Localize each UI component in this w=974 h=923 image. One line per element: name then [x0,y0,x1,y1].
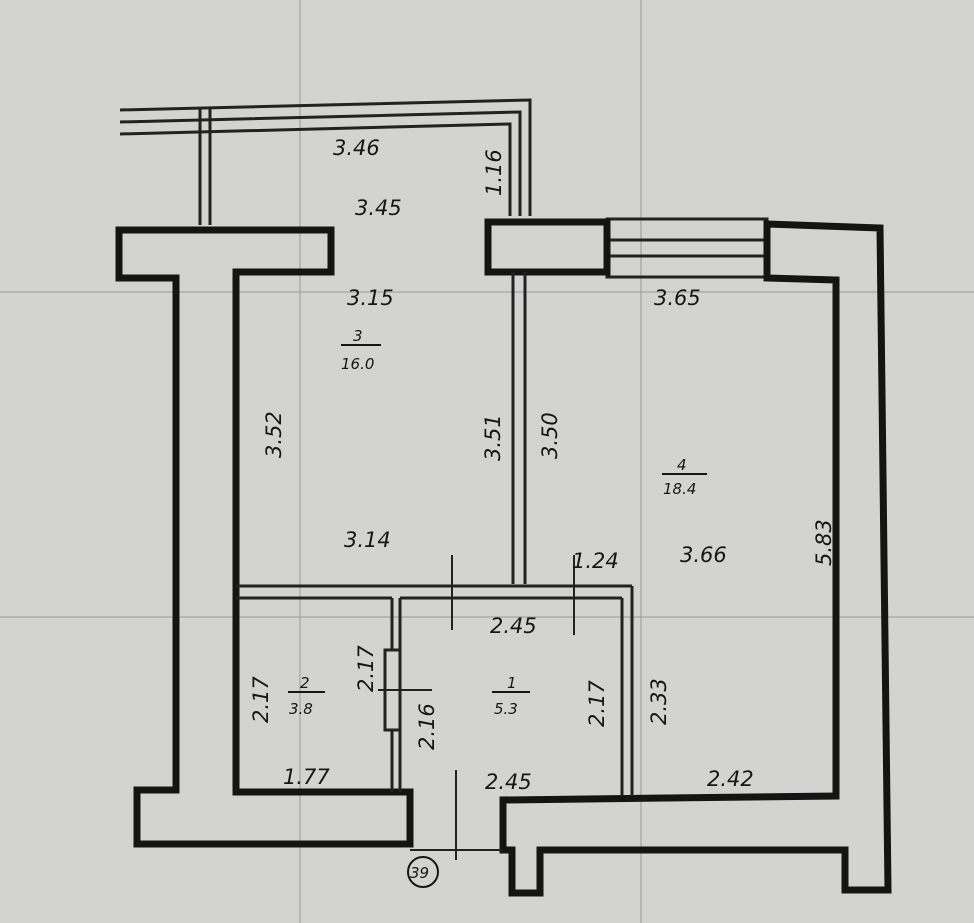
dim-kitchen-step: 2.33 [647,678,671,725]
room3-number: 3 [353,327,363,345]
dim-room3-top: 3.15 [347,286,394,310]
dim-balcony-top: 3.46 [333,136,380,160]
dim-room3-left: 3.52 [262,411,286,458]
dim-hall-top: 2.45 [490,614,537,638]
dim-room4-bottom: 2.42 [707,767,754,791]
dim-room4-inner: 3.66 [680,543,727,567]
room2-area: 3.8 [289,700,313,718]
dim-hall-right: 2.17 [585,680,609,727]
dim-hall-left: 2.16 [415,703,439,750]
balcony-railing [119,98,532,225]
room3-area: 16.0 [341,355,374,373]
dim-room2-right: 2.17 [354,645,378,692]
dim-room3-bottom: 3.14 [344,528,391,552]
dim-balcony-side: 1.16 [482,149,506,196]
room2-number: 2 [300,674,310,692]
room4-number: 4 [677,456,687,474]
outer-walls [115,218,892,897]
room1-area: 5.3 [494,700,518,718]
room4-area: 18.4 [663,480,696,498]
dim-room4-right: 5.83 [812,519,836,566]
apartment-number: 39 [410,864,429,882]
room1-number: 1 [507,674,517,692]
dim-room2-left: 2.17 [249,676,273,723]
inner-partitions [236,272,634,796]
dim-hall-bottom: 2.45 [485,770,532,794]
dim-room4-left: 3.50 [538,412,562,459]
dimension-labels: 3.46 3.45 1.16 3.15 3.52 3.51 3.14 3.65 … [249,136,836,794]
room-labels: 3 16.0 4 18.4 2 3.8 1 5.3 [288,327,707,718]
dim-room3-right: 3.51 [481,414,505,461]
apartment-number-badge: 39 [407,856,439,888]
dim-room2-bottom: 1.77 [283,765,330,789]
dim-room4-top: 3.65 [654,286,701,310]
dim-room4-step: 1.24 [572,549,619,573]
dim-balcony-bottom: 3.45 [355,196,402,220]
door-marks [378,555,575,860]
